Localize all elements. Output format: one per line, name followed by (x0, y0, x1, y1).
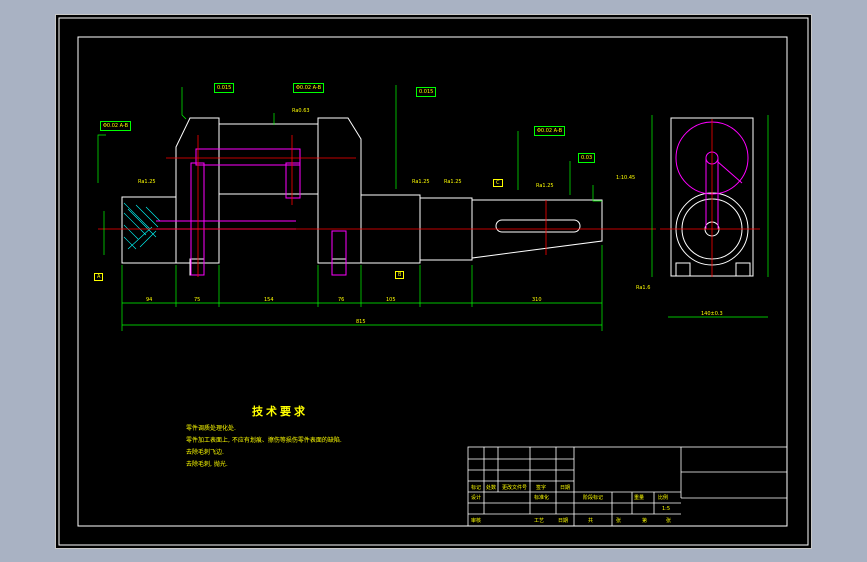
datum-b: B (395, 271, 405, 279)
tb-page: 第 (642, 518, 648, 524)
flatness-box-1: 0.015 (214, 83, 235, 93)
roughness-2: Ra1.25 (138, 179, 156, 185)
crank-web-right (317, 117, 362, 264)
outer-border (58, 17, 809, 546)
runout-box-1: Φ0.02 A-B (293, 83, 325, 93)
crank-web-left (175, 117, 220, 264)
roughness-3: Ra1.25 (412, 179, 430, 185)
runout-box-3: Φ0.02 A-B (534, 126, 566, 136)
dim-ratio: 1:10.45 (616, 175, 636, 181)
datum-a: A (94, 273, 104, 281)
dim-75: 75 (194, 297, 201, 303)
tr-line-1: 零件调质处理化处. (186, 425, 236, 432)
tb-share: 共 (588, 518, 594, 524)
tb-mark: 标记 (471, 485, 482, 491)
tb-sign: 签字 (536, 485, 547, 491)
bolt-right (331, 258, 347, 276)
tr-line-2: 零件加工表面上, 不应有划痕、擦伤等损伤零件表面的缺陷. (186, 437, 342, 444)
hatch-left (123, 202, 161, 250)
tb-approve: 审核 (471, 518, 482, 524)
dim-overall: 815 (356, 319, 366, 325)
dim-76: 76 (338, 297, 345, 303)
roughness-4: Ra1.25 (444, 179, 462, 185)
roughness-6: Ra1.6 (636, 285, 651, 291)
cad-viewport[interactable]: 0.015 Φ0.02 A-B 0.015 Φ0.02 A-B Φ0.02 A-… (55, 14, 812, 549)
tb-date-label: 日期 (558, 518, 569, 524)
tb-process: 工艺 (534, 518, 545, 524)
tb-sheet: 张 (616, 518, 622, 524)
tb-weight: 重量 (634, 495, 645, 501)
tb-change: 更改文件号 (502, 485, 528, 491)
tb-scale: 1:5 (662, 506, 671, 512)
flatness-box-3: 0.03 (578, 153, 596, 163)
foot-left (675, 262, 691, 277)
main-view (121, 117, 603, 276)
runout-box-2: Φ0.02 A-B (100, 121, 132, 131)
crankshaft-drawing (58, 17, 809, 546)
keyway (495, 219, 581, 233)
tb-standard: 标准化 (534, 495, 550, 501)
tb-date: 日期 (560, 485, 571, 491)
tb-page2: 张 (666, 518, 672, 524)
datum-c: C (493, 179, 503, 187)
center-lines (98, 135, 656, 277)
tr-line-3: 去除毛刺飞边. (186, 449, 224, 456)
dim-310: 310 (532, 297, 542, 303)
side-centers (660, 119, 760, 277)
tr-line-4: 去除毛刺, 抛光. (186, 461, 228, 468)
title-block (467, 446, 788, 527)
dim-94: 94 (146, 297, 153, 303)
flatness-box-2: 0.015 (416, 87, 437, 97)
tb-design: 设计 (471, 495, 482, 501)
roughness-5: Ra1.25 (536, 183, 554, 189)
crank-pin (218, 123, 319, 195)
tb-stage: 阶段标记 (583, 495, 604, 501)
foot-right (735, 262, 751, 277)
inner-border (77, 36, 788, 527)
tb-scale-label: 比例 (658, 495, 669, 501)
bolt-left (189, 258, 205, 276)
dim-105: 105 (386, 297, 396, 303)
dimension-lines (97, 85, 769, 331)
dim-154: 154 (264, 297, 274, 303)
roughness-1: Ra0.63 (292, 108, 310, 114)
dim-side-width: 140±0.3 (701, 311, 723, 317)
tb-count: 处数 (486, 485, 497, 491)
technical-requirements-title: 技术要求 (252, 405, 308, 418)
taper-shaft (471, 199, 603, 259)
